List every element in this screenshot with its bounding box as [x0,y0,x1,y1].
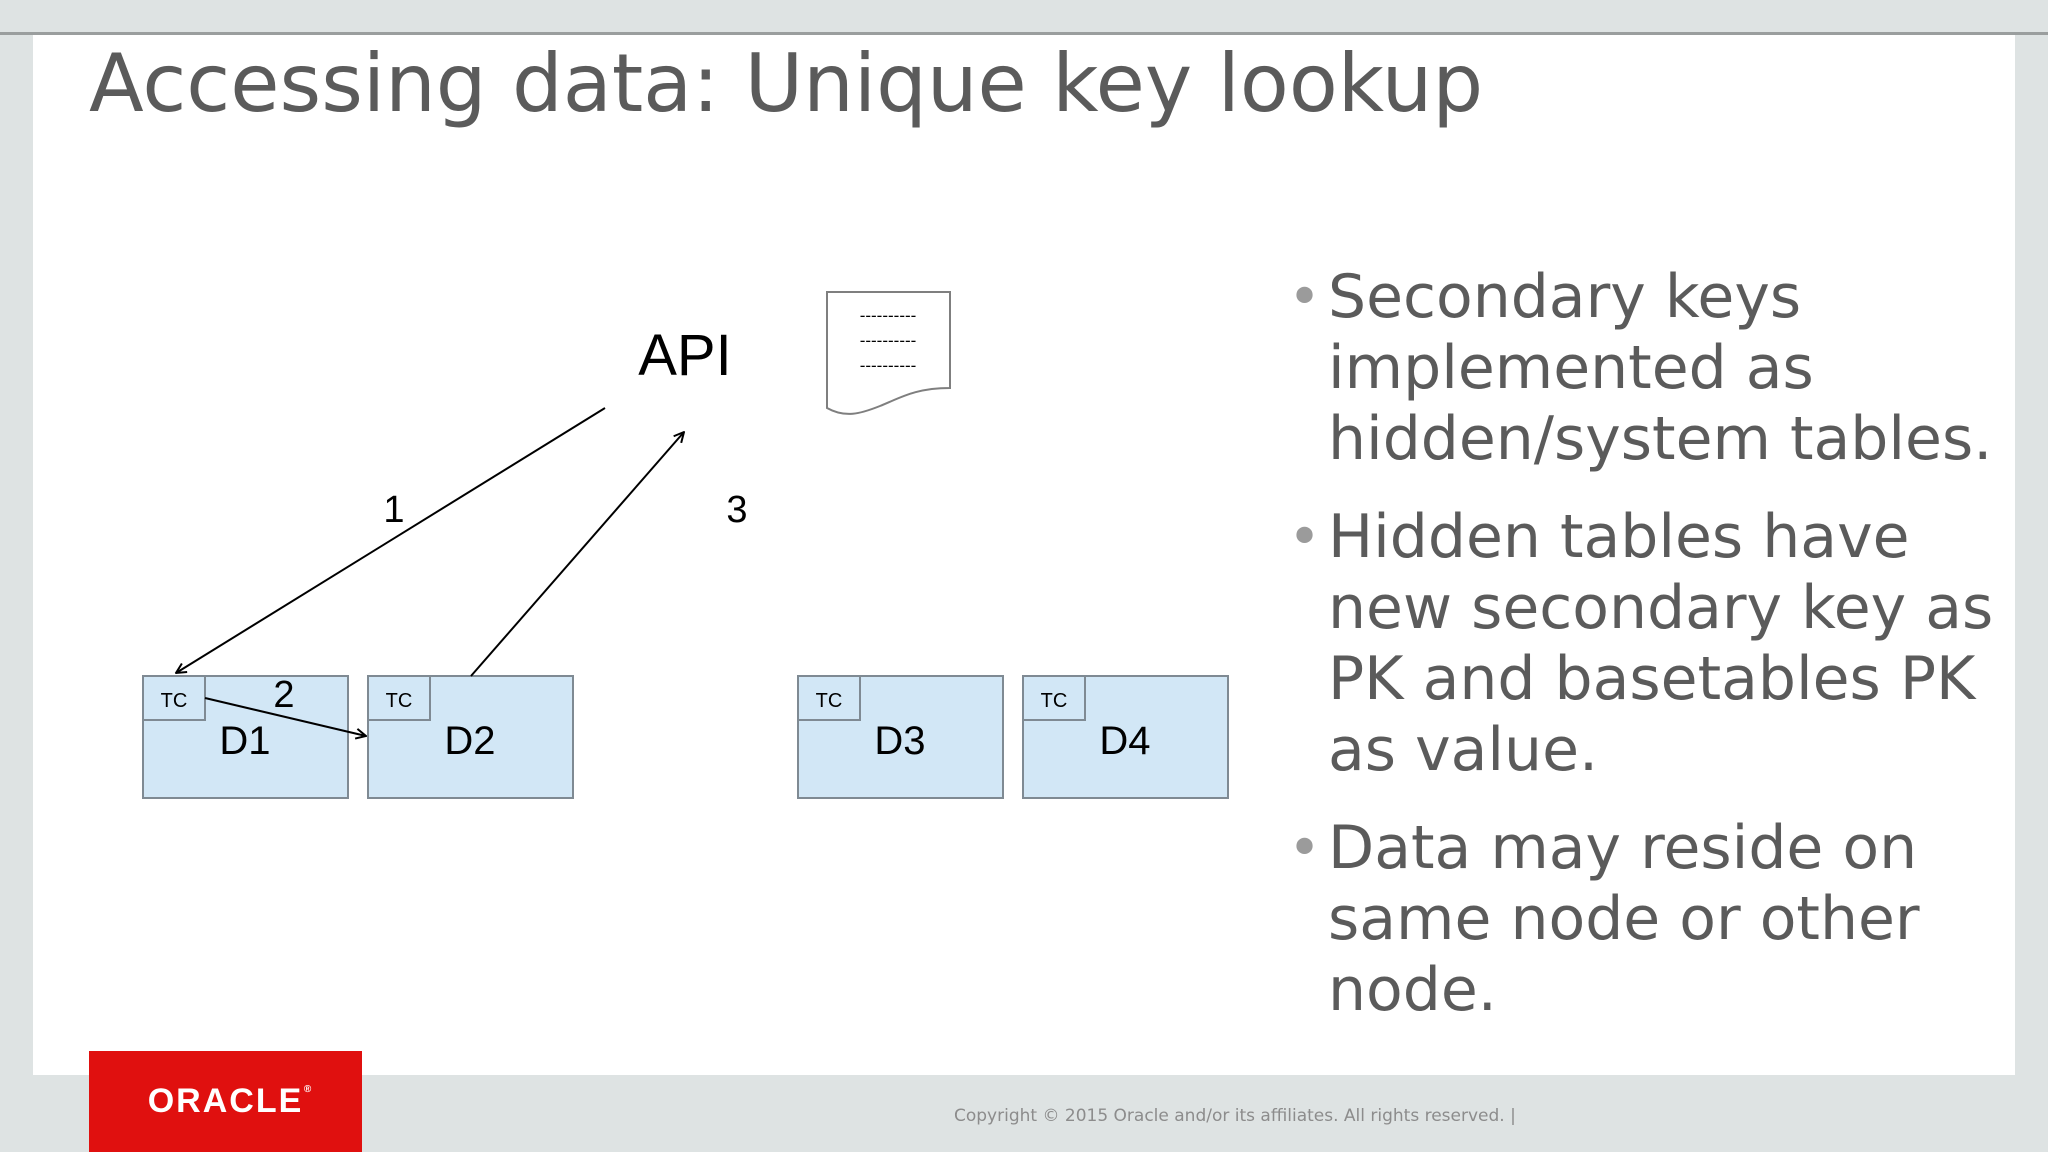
step-label-2: 2 [273,674,294,716]
document-line-2: ---------- [860,331,917,350]
node-d4: TC D4 [1022,675,1229,799]
step-label-3: 3 [726,489,747,531]
node-d1-label: D1 [219,719,270,763]
bullet-text: Data may reside on same node or other no… [1328,813,1920,1025]
copyright-footer: Copyright © 2015 Oracle and/or its affil… [954,1106,1516,1126]
bullet-item: • Data may reside on same node or other … [1288,813,2028,1026]
bullet-item: • Hidden tables have new secondary key a… [1288,502,2028,786]
registered-mark: ® [303,1084,314,1095]
arrow-step-2 [204,697,366,736]
node-d1: TC D1 [142,675,349,799]
document-line-3: ---------- [860,356,917,375]
node-d4-tc-label: TC [1041,690,1068,712]
arrow-step-1 [176,407,606,673]
step-label-1: 1 [383,489,404,531]
bullet-dot-icon: • [1288,265,1322,330]
slide-title: Accessing data: Unique key lookup [89,37,1484,130]
node-d2-label: D2 [444,719,495,763]
node-d3-label: D3 [874,719,925,763]
slide-canvas [33,35,2015,1075]
node-d3-tc-label: TC [816,690,843,712]
oracle-logo-text: ORACLE® [147,1082,314,1120]
bullet-text: Secondary keys implemented as hidden/sys… [1328,262,1993,474]
document-line-1: ---------- [860,306,917,325]
bullet-text: Hidden tables have new secondary key as … [1328,502,1994,785]
bullet-dot-icon: • [1288,505,1322,570]
node-d3: TC D3 [797,675,1004,799]
api-label: API [638,323,732,388]
arrow-step-3 [470,432,684,677]
top-divider [0,32,2048,35]
oracle-logo: ORACLE® [89,1051,362,1152]
node-d2: TC D2 [367,675,574,799]
node-d4-label: D4 [1099,719,1150,763]
document-icon: ---------- ---------- ---------- [826,291,951,415]
bullet-item: • Secondary keys implemented as hidden/s… [1288,262,2028,475]
bullet-list: • Secondary keys implemented as hidden/s… [1288,262,2028,1053]
bullet-dot-icon: • [1288,816,1322,881]
node-d1-tc-label: TC [161,690,188,712]
node-d2-tc-label: TC [386,690,413,712]
